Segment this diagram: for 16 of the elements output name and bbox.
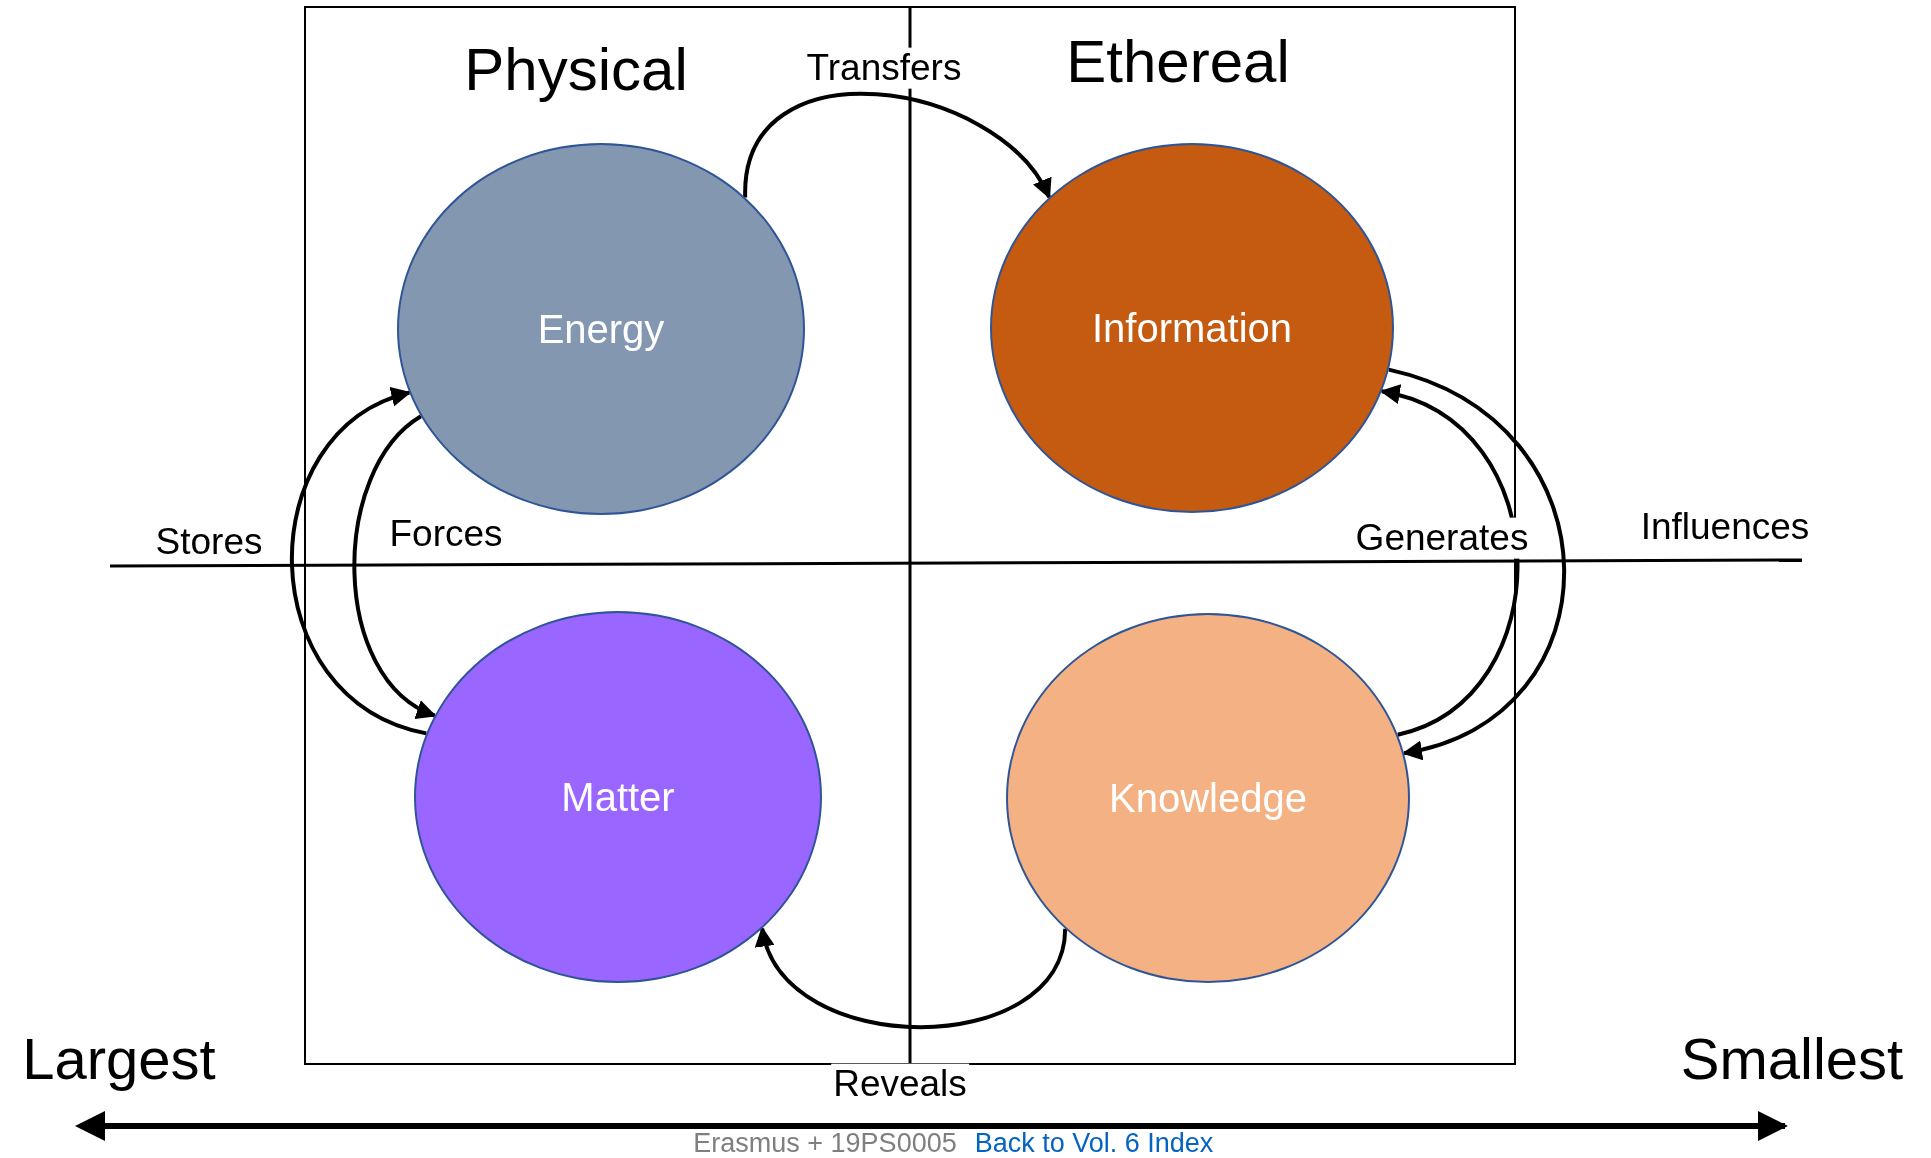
ellipse-node: Information — [990, 143, 1394, 513]
edge-label: Transfers — [804, 47, 964, 89]
ellipse-node: Knowledge — [1006, 613, 1410, 983]
column-heading: Physical — [464, 37, 688, 103]
footer-text: Erasmus + 19PS0005 — [693, 1129, 957, 1158]
ellipse-node: Energy — [397, 143, 805, 515]
arrow — [743, 92, 1051, 199]
arrow — [290, 389, 427, 736]
scale-label: Smallest — [1680, 1027, 1904, 1091]
arrow — [758, 926, 1068, 1029]
scale-label: Largest — [22, 1027, 216, 1091]
arrow — [1379, 386, 1520, 737]
link: Back to Vol. 6 Index — [974, 1129, 1214, 1158]
ellipse-node: Matter — [414, 611, 822, 983]
column-heading: Ethereal — [1066, 29, 1290, 95]
arrow — [1388, 367, 1567, 759]
